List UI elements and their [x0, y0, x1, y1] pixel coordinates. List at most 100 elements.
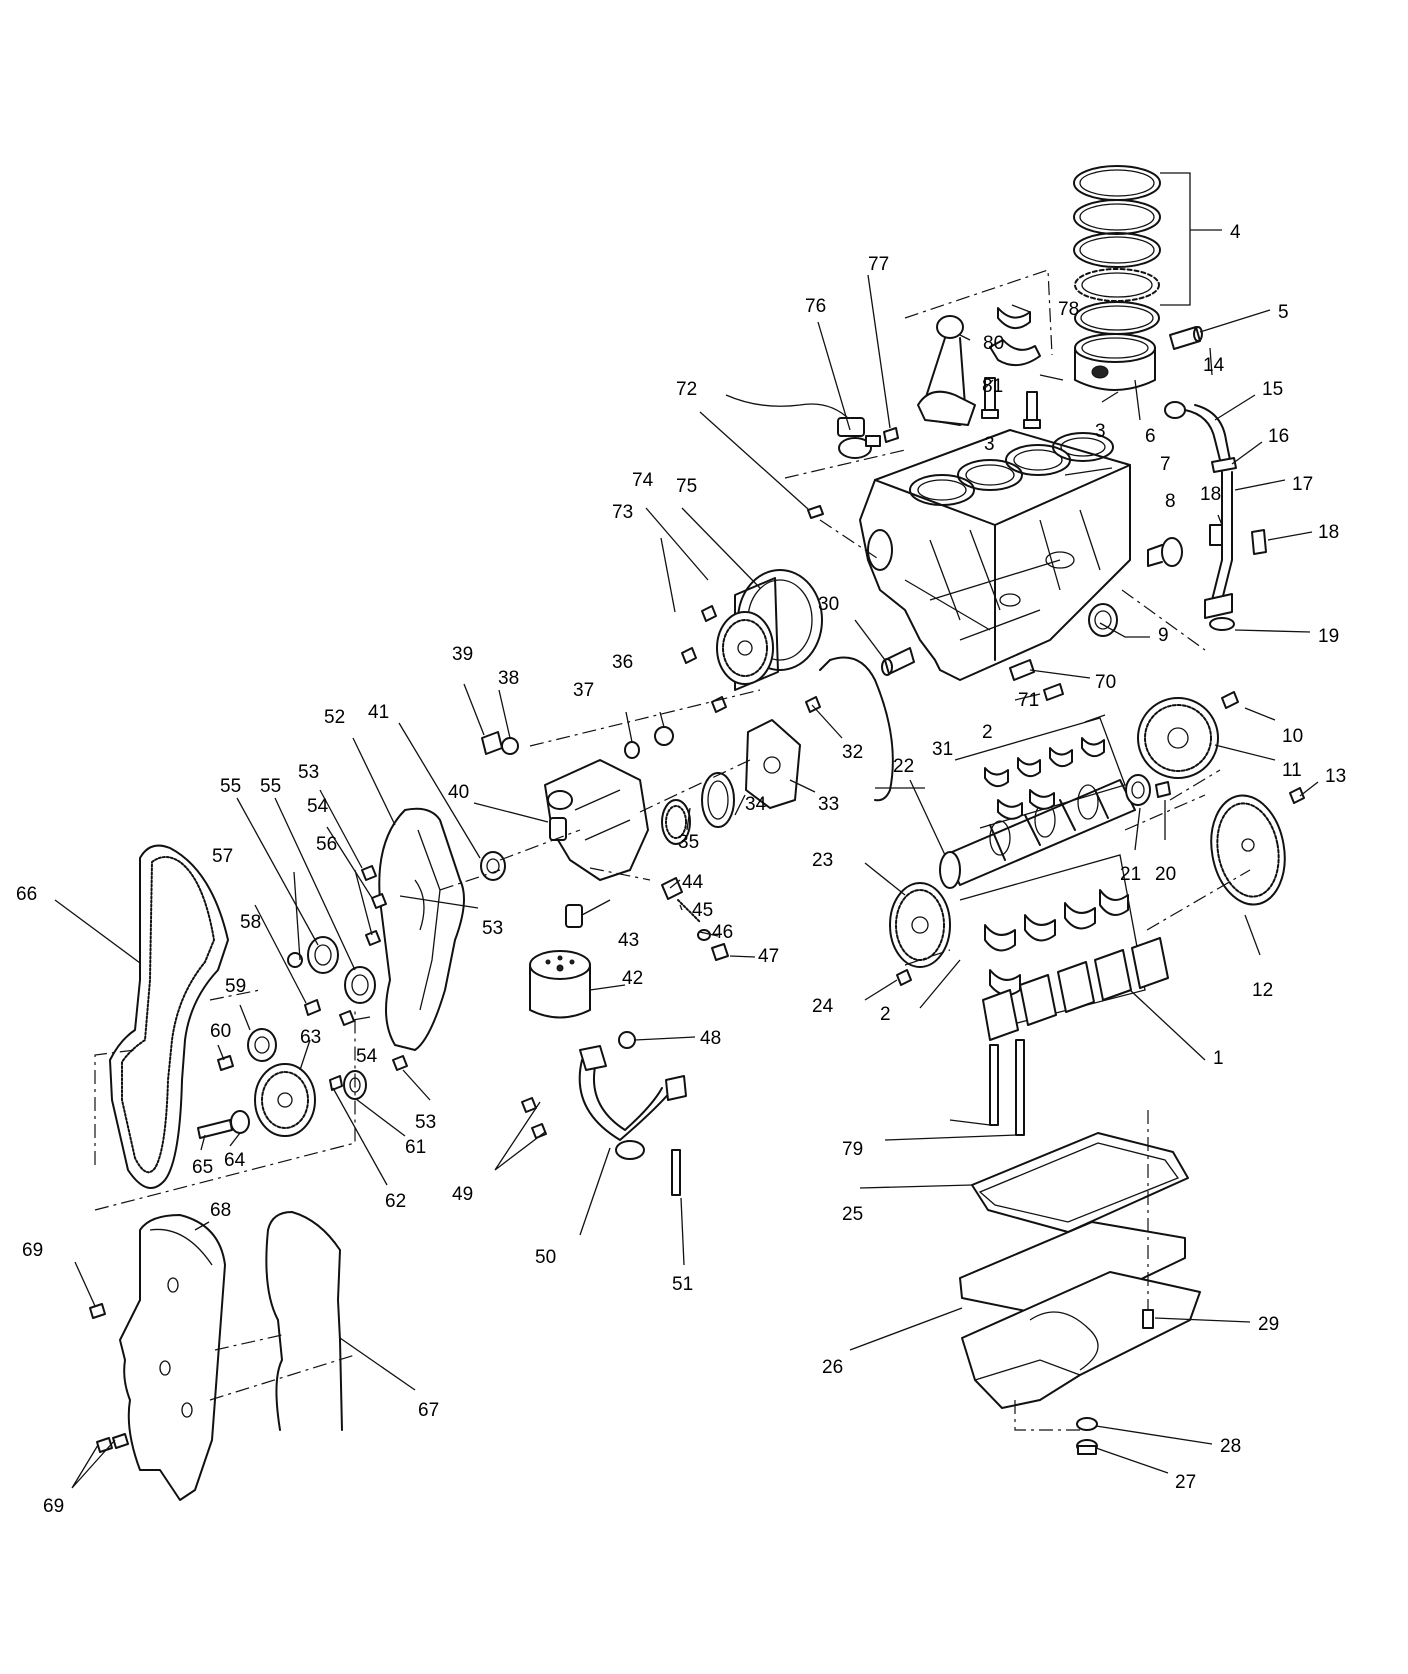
callout-66: 66: [16, 884, 37, 905]
callout-81: 81: [982, 376, 1003, 397]
relief-valve-parts: [565, 877, 729, 961]
callout-6: 6: [1145, 426, 1156, 447]
callout-80: 80: [983, 333, 1004, 354]
callout-55b: 55: [260, 776, 281, 797]
ring-gear: [1210, 794, 1286, 906]
callout-49: 49: [452, 1184, 473, 1205]
callout-61: 61: [405, 1137, 426, 1158]
oil-pump-body: [544, 759, 649, 881]
cover-bolts: [339, 865, 408, 1071]
callout-10: 10: [1282, 726, 1303, 747]
callout-74: 74: [632, 470, 654, 491]
callout-31: 31: [932, 739, 953, 760]
callout-50: 50: [535, 1247, 556, 1268]
oil-pickup-tube: [578, 1045, 687, 1160]
callout-73: 73: [612, 502, 633, 523]
oil-pump-inner-gear: [661, 799, 691, 845]
piston-ring-set: [1073, 165, 1161, 335]
callout-44: 44: [682, 872, 704, 893]
callout-30: 30: [818, 594, 839, 615]
callout-25: 25: [842, 1204, 863, 1225]
timing-plate: [819, 656, 894, 802]
oil-pump-plate: [745, 719, 801, 809]
callout-54b: 54: [356, 1046, 378, 1067]
pan-bolt: [1142, 1110, 1154, 1329]
callout-34: 34: [745, 794, 767, 815]
callout-29: 29: [1258, 1314, 1279, 1335]
callout-77: 77: [868, 254, 889, 275]
callout-62: 62: [385, 1191, 406, 1212]
callout-56: 56: [316, 834, 337, 855]
oil-filter: [529, 950, 591, 1019]
callout-54a: 54: [307, 796, 329, 817]
callout-18b: 18: [1318, 522, 1339, 543]
callout-28: 28: [1220, 1436, 1241, 1457]
callout-40: 40: [448, 782, 469, 803]
water-pump: [716, 569, 823, 691]
callout-57: 57: [212, 846, 233, 867]
dipstick-tube-assembly: [1164, 401, 1237, 631]
callout-63: 63: [300, 1027, 321, 1048]
callout-67: 67: [418, 1400, 439, 1421]
callout-26: 26: [822, 1357, 843, 1378]
callout-17: 17: [1292, 474, 1313, 495]
front-oil-seal: [480, 851, 506, 881]
piston: [1074, 333, 1156, 391]
ring-gear-bolt: [1289, 787, 1305, 804]
callout-5: 5: [1278, 302, 1289, 323]
callout-9: 9: [1158, 625, 1169, 646]
callout-71: 71: [1018, 690, 1039, 711]
sensor-bolt: [883, 427, 899, 443]
callout-3b: 3: [1095, 421, 1106, 442]
callout-45: 45: [692, 900, 713, 921]
rod-bolts: [981, 377, 1041, 429]
crankshaft: [939, 779, 1136, 889]
callout-51: 51: [672, 1274, 693, 1295]
callout-78: 78: [1058, 299, 1079, 320]
callout-22: 22: [893, 756, 914, 777]
dowel-pin: [807, 505, 824, 519]
belt-tensioner: [217, 999, 321, 1071]
gallery-plug: [881, 647, 915, 676]
cap-bolts: [989, 1039, 1025, 1136]
oil-pump-outer-gear: [701, 772, 735, 828]
rod-bearing-halves: [989, 307, 1041, 367]
rear-main-seal: [1125, 774, 1171, 806]
callout-59: 59: [225, 976, 246, 997]
callout-43: 43: [618, 930, 639, 951]
leader-lines: [54, 172, 1319, 1489]
crankshaft-position-sensor: [725, 394, 881, 459]
callout-18a: 18: [1200, 484, 1221, 505]
oil-pan-gasket: [959, 1132, 1189, 1319]
callout-76: 76: [805, 296, 826, 317]
cylinder-block: [859, 429, 1131, 681]
callout-35: 35: [678, 832, 699, 853]
callout-72: 72: [676, 379, 697, 400]
callout-2a: 2: [982, 722, 993, 743]
callout-3a: 3: [984, 434, 995, 455]
callout-48: 48: [700, 1028, 721, 1049]
callout-24: 24: [812, 996, 834, 1017]
piston-pin: [1169, 326, 1203, 350]
oil-pan: [961, 1271, 1201, 1409]
flywheel: [1137, 697, 1219, 779]
callout-42: 42: [622, 968, 643, 989]
callout-70: 70: [1095, 672, 1116, 693]
callout-60: 60: [210, 1021, 231, 1042]
seal-housing: [1088, 603, 1118, 637]
drain-plug: [1076, 1417, 1098, 1455]
callout-53c: 53: [415, 1112, 436, 1133]
connecting-rod: [917, 315, 976, 426]
cover-screws: [89, 1303, 129, 1453]
callout-79: 79: [842, 1139, 863, 1160]
front-timing-cover-upper: [119, 1214, 226, 1501]
idler-pulley: [287, 936, 376, 1004]
callout-47: 47: [758, 946, 779, 967]
callout-53a: 53: [298, 762, 319, 783]
callout-19: 19: [1318, 626, 1339, 647]
callout-41: 41: [368, 702, 389, 723]
callout-1: 1: [1213, 1048, 1224, 1069]
callout-55a: 55: [220, 776, 241, 797]
callout-68: 68: [210, 1200, 231, 1221]
callout-16: 16: [1268, 426, 1289, 447]
